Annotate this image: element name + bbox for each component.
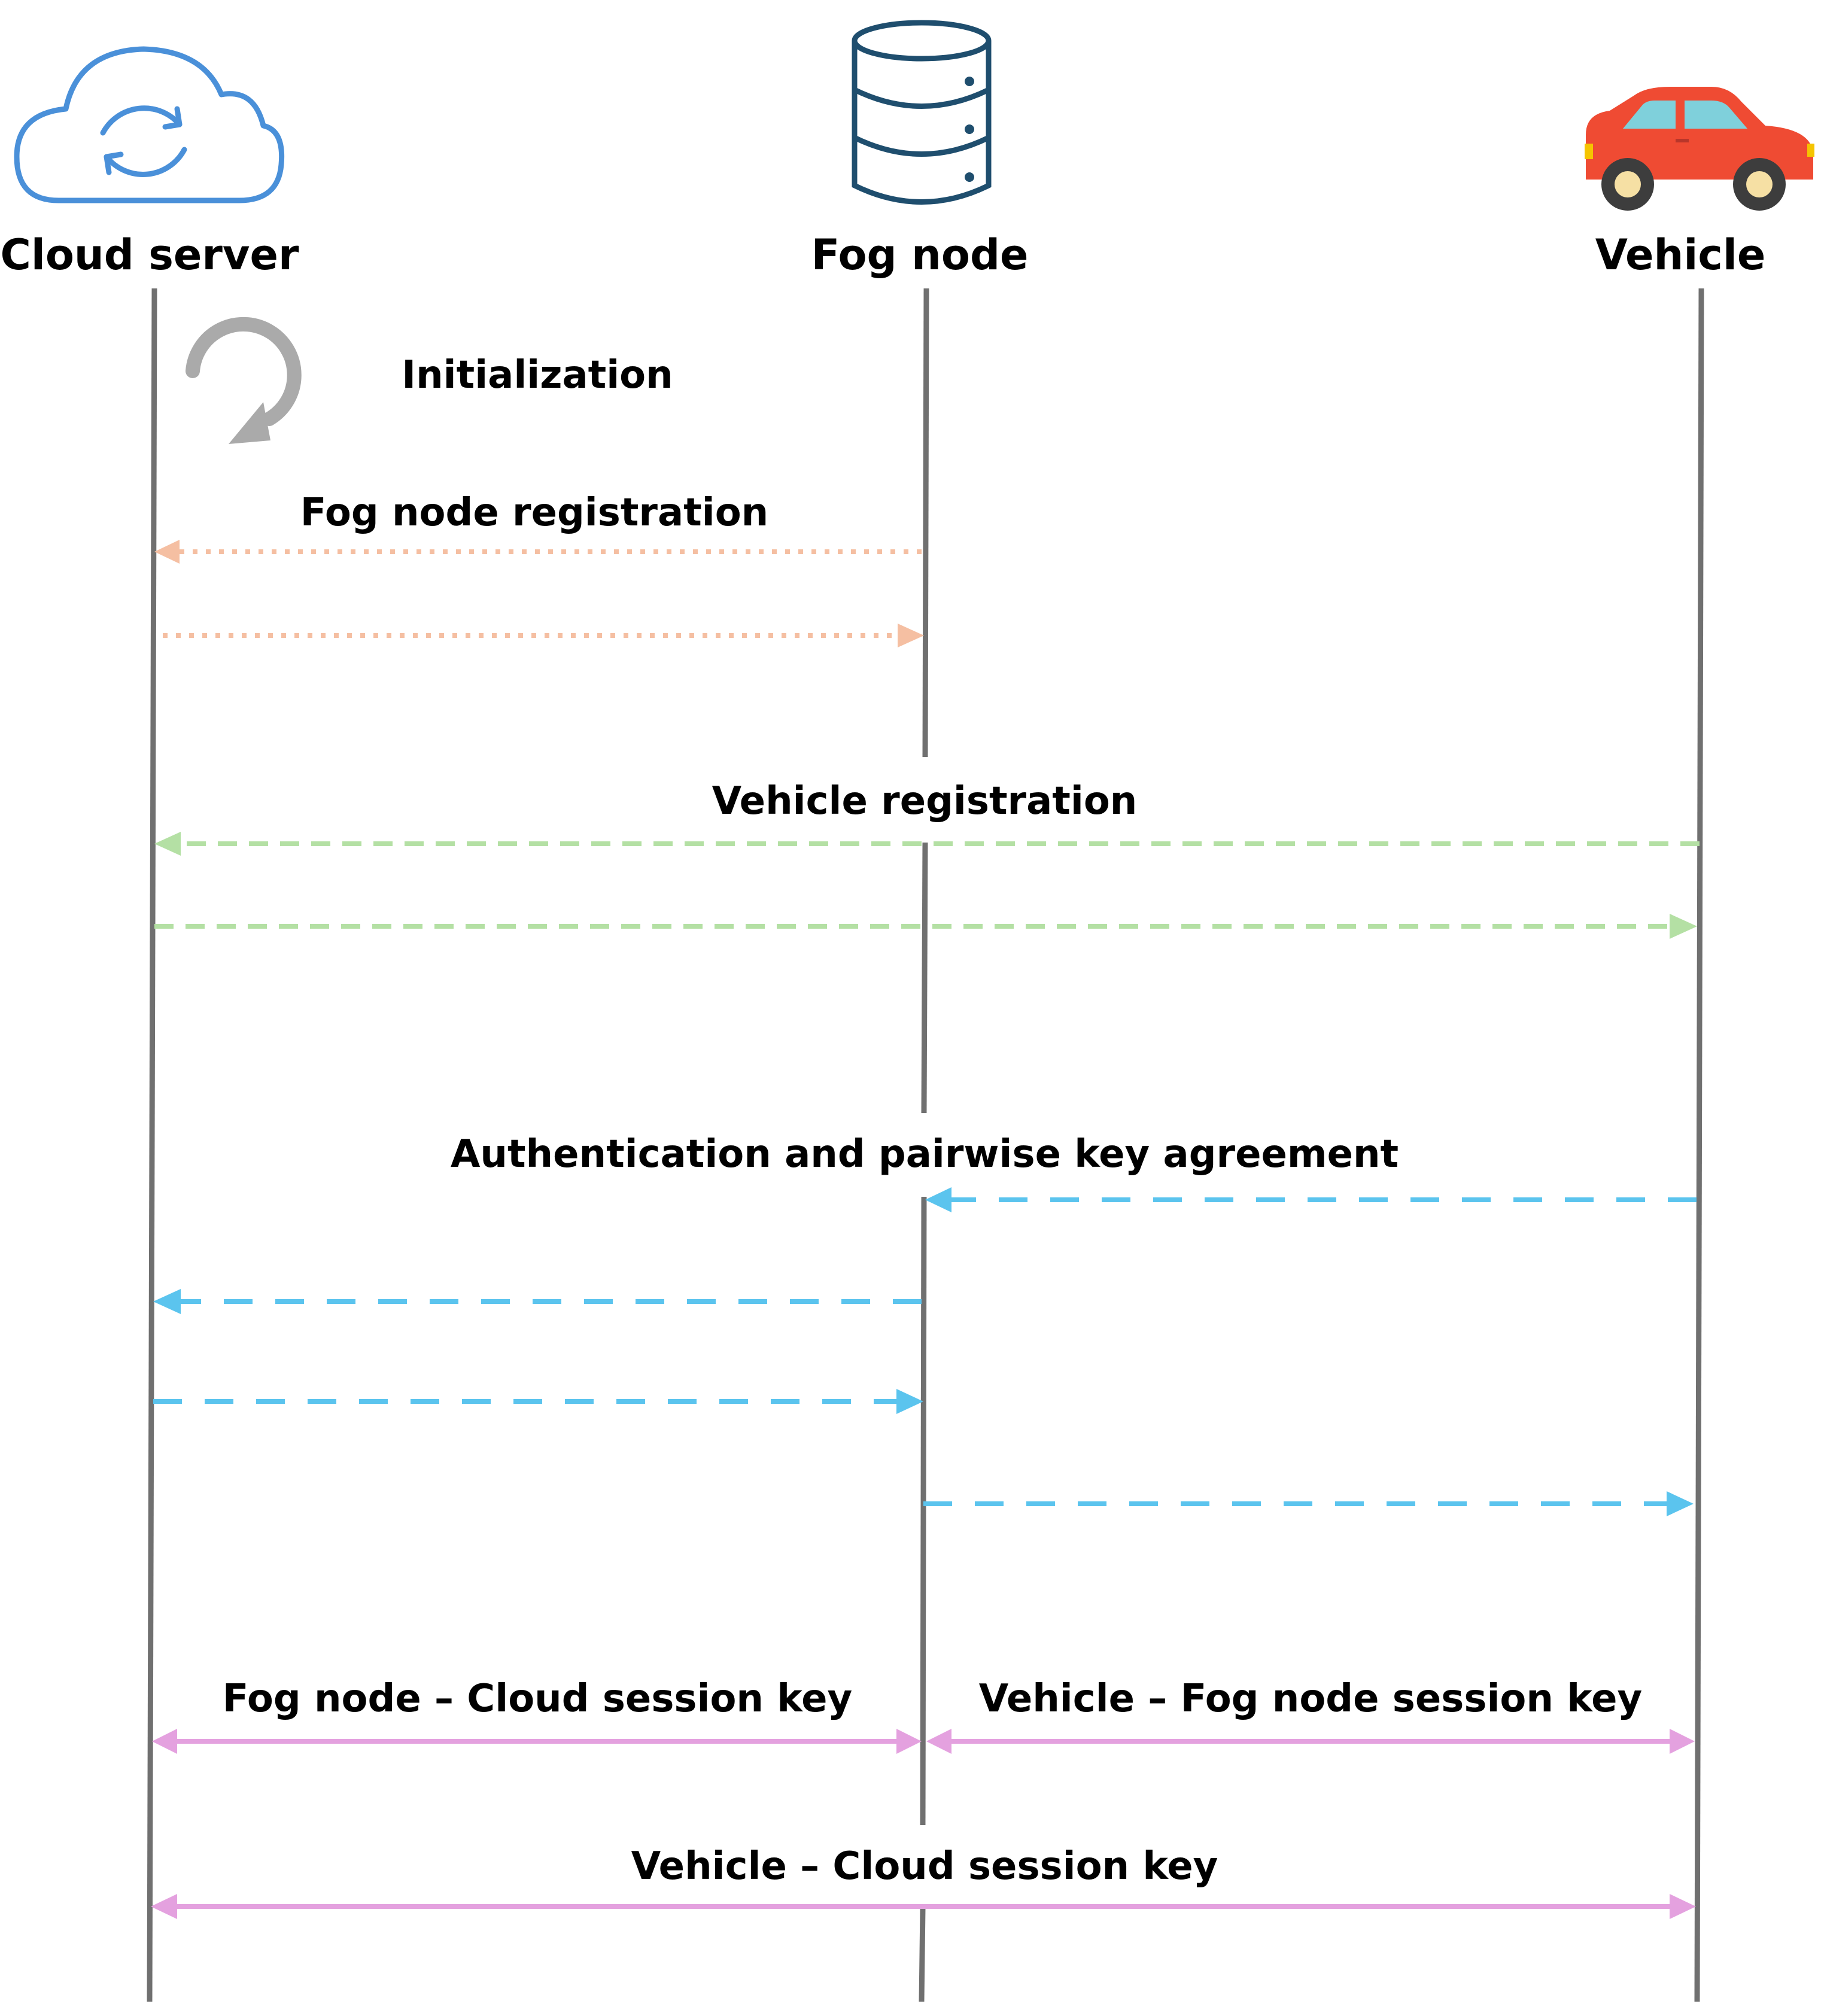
- message-vehicle-to-cloud-registration: [154, 832, 1700, 856]
- cloud-sync-icon: [14, 46, 285, 203]
- message-cloud-to-fog-registration: [163, 624, 924, 647]
- lifeline-fog-1: [922, 288, 929, 758]
- message-vehicle-cloud-session-key: [151, 1894, 1696, 1919]
- phase-label-authentication: Authentication and pairwise key agreemen…: [451, 1132, 1399, 1176]
- phase-label-fog-registration: Fog node registration: [300, 491, 768, 535]
- phase-label-fog-cloud-key: Fog node – Cloud session key: [223, 1677, 852, 1721]
- refresh-icon: [186, 317, 302, 444]
- phase-label-vehicle-cloud-key: Vehicle – Cloud session key: [631, 1844, 1218, 1889]
- message-cloud-to-vehicle-registration: [154, 914, 1697, 939]
- message-cloud-to-fog-auth: [153, 1389, 923, 1414]
- phase-label-initialization: Initialization: [402, 353, 673, 397]
- message-fog-cloud-session-key: [152, 1729, 922, 1754]
- actor-label-fog: Fog node: [811, 230, 1028, 279]
- message-vehicle-fog-session-key: [926, 1729, 1695, 1754]
- message-vehicle-to-fog-auth: [925, 1187, 1697, 1212]
- lifeline-fog-3: [920, 1196, 927, 1826]
- lifeline-cloud: [147, 288, 157, 2002]
- actor-label-cloud: Cloud server: [0, 230, 299, 279]
- car-icon: [1585, 87, 1814, 211]
- message-fog-to-cloud-auth: [153, 1289, 922, 1314]
- phase-label-vehicle-fog-key: Vehicle – Fog node session key: [979, 1677, 1642, 1721]
- lifeline-fog-4: [919, 1908, 926, 2002]
- database-icon: [852, 20, 992, 205]
- message-fog-to-cloud-registration: [154, 540, 922, 564]
- phase-label-vehicle-registration: Vehicle registration: [712, 779, 1138, 823]
- lifeline-fog-2: [921, 842, 928, 1114]
- actor-label-vehicle: Vehicle: [1595, 230, 1766, 279]
- lifeline-vehicle: [1694, 288, 1704, 2002]
- message-fog-to-vehicle-auth: [923, 1491, 1694, 1516]
